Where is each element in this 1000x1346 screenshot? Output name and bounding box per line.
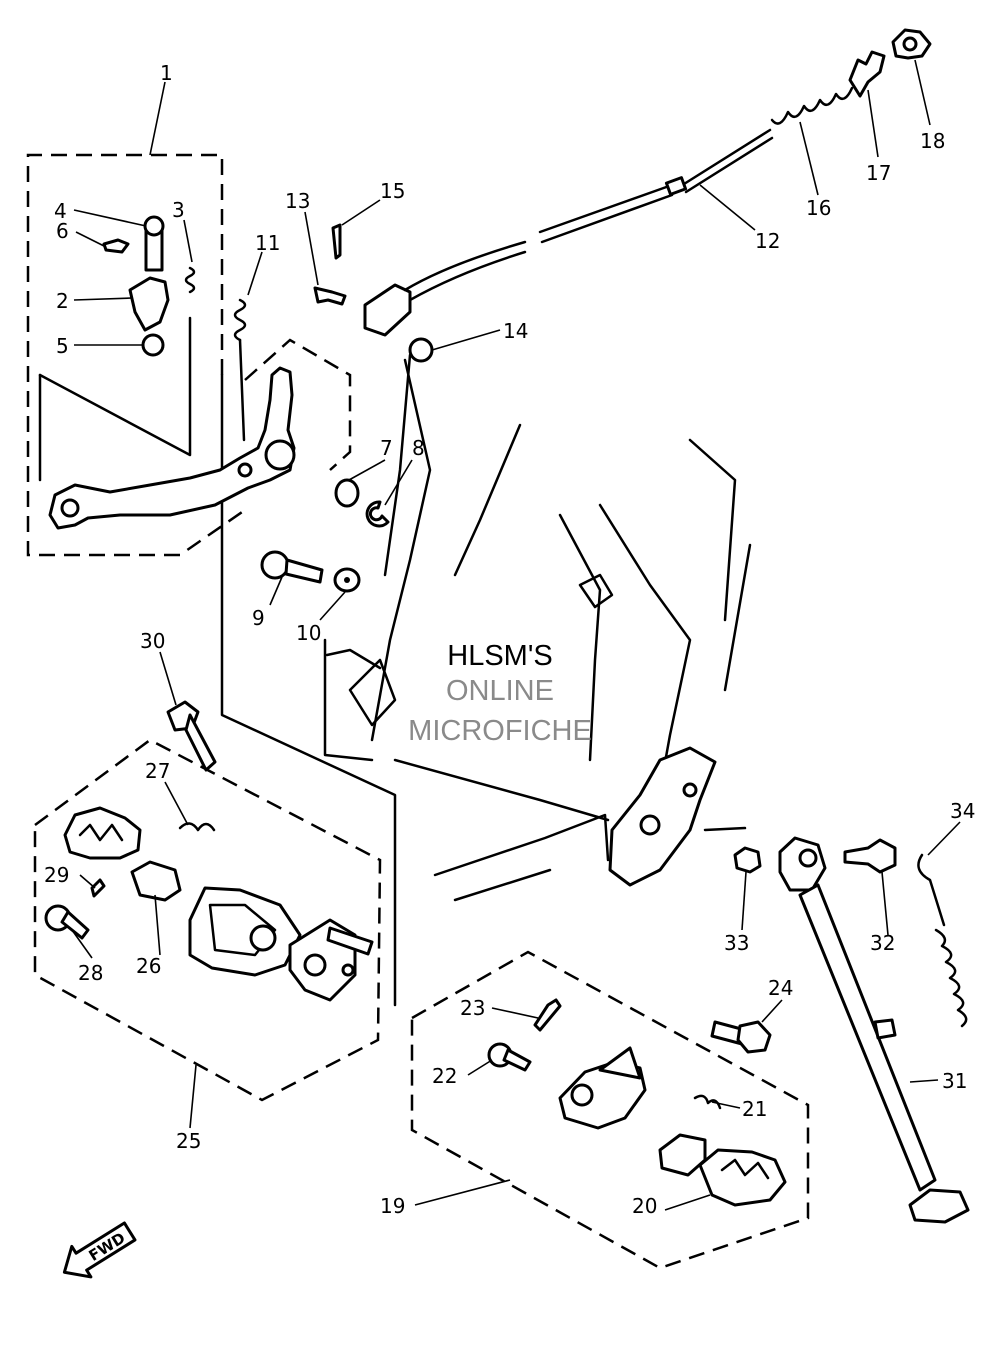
callout-27: 27 [145,759,170,783]
callout-12: 12 [755,229,780,253]
cotter-pin-29 [90,878,106,898]
callout-9: 9 [252,606,265,630]
sidestand-31 [778,836,970,1224]
callout-28: 28 [78,961,103,985]
pivot-washer-10 [333,567,361,593]
group-box-brake-pedal [26,153,352,557]
callout-32: 32 [870,931,895,955]
cable-washer-14 [408,337,434,363]
callout-15: 15 [380,179,405,203]
nut-33 [733,846,762,874]
callout-2: 2 [56,289,69,313]
footpeg-right-20 [658,1133,787,1207]
leader-lines [71,59,961,1211]
callout-1: 1 [160,61,173,85]
footrest-bracket-right [558,1046,647,1130]
callout-18: 18 [920,129,945,153]
callout-3: 3 [172,198,185,222]
callout-21: 21 [742,1097,767,1121]
pivot-bolt-9 [260,550,324,584]
watermark-line-2: ONLINE [446,675,554,707]
brake-spring-11 [233,298,247,442]
frame-outline [220,353,752,1007]
callout-25: 25 [176,1129,201,1153]
callout-11: 11 [255,231,280,255]
footpeg-bracket-26 [130,860,182,902]
return-spring-27 [178,822,216,832]
callout-26: 26 [136,954,161,978]
watermark-line-3: MICROFICHE [408,715,592,747]
callout-30: 30 [140,629,165,653]
wing-nut-18 [891,28,932,60]
callout-33: 33 [724,931,749,955]
pedal-tip-fitting [102,215,196,357]
callout-20: 20 [632,1194,657,1218]
callout-19: 19 [380,1194,405,1218]
adjusting-nut-17 [848,50,886,98]
pivot-collar-7 [334,478,360,508]
pivot-bolt-32 [843,838,897,874]
bolt-24 [710,1020,772,1054]
watermark: HLSM'S ONLINE MICROFICHE [408,640,592,747]
fwd-arrow-icon: FWD [62,1221,137,1279]
brake-pedal [38,316,296,530]
circlip-8 [365,500,390,528]
spring-21 [693,1094,722,1110]
brake-cable-12 [363,128,774,337]
watermark-line-1: HLSM'S [447,640,552,672]
group-box-left-footrest [33,738,382,1102]
callout-10: 10 [296,621,321,645]
sidestand-spring-34 [917,853,968,1028]
group-box-right-footrest [410,950,810,1270]
mounting-bolt-30 [166,700,217,772]
cotter-pin-23 [533,998,562,1032]
cable-bolt-13 [313,286,347,306]
callout-31: 31 [942,1069,967,1093]
callout-4: 4 [54,199,67,223]
clevis-pin-28 [44,904,90,940]
callout-13: 13 [285,189,310,213]
callout-17: 17 [866,161,891,185]
cotter-pin-15 [331,223,342,260]
callout-5: 5 [56,334,69,358]
cable-spring-16 [770,86,854,125]
footrest-bracket-left [188,886,374,1002]
callout-16: 16 [806,196,831,220]
callout-29: 29 [44,863,69,887]
callout-22: 22 [432,1064,457,1088]
callout-labels: 1 2 3 4 5 6 7 8 9 10 11 12 13 14 15 16 1… [44,61,975,1218]
footpeg-left-20b [63,806,142,860]
callout-7: 7 [380,436,393,460]
clevis-pin-22 [487,1042,532,1072]
callout-6: 6 [56,219,69,243]
callout-14: 14 [503,319,528,343]
callout-34: 34 [950,799,975,823]
callout-8: 8 [412,436,425,460]
callout-24: 24 [768,976,793,1000]
callout-23: 23 [460,996,485,1020]
